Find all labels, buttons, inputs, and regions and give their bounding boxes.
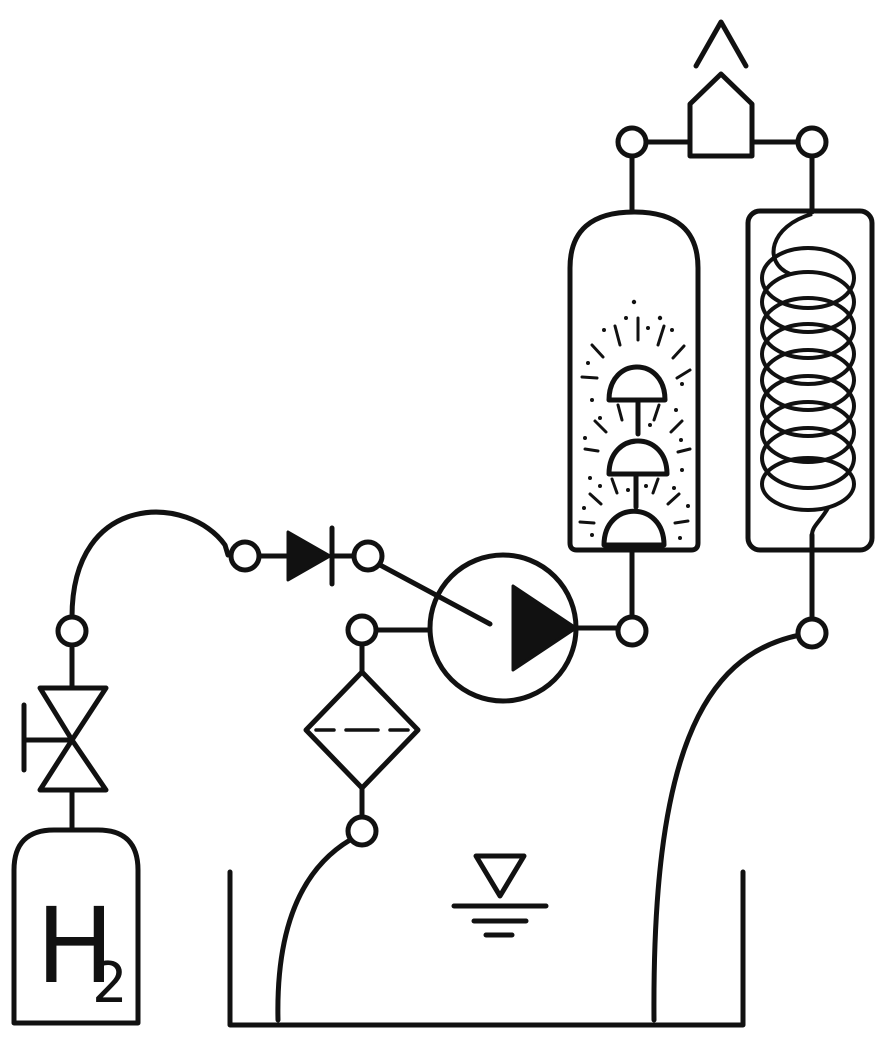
pipe-check-valve-pump (377, 562, 493, 627)
hydrogen-cylinder: H 2 (11, 827, 141, 1026)
connection-node-valve (55, 614, 89, 648)
connection-node-return (795, 616, 829, 650)
gas-symbol-label: H (36, 885, 114, 1007)
connection-node-coil-top (795, 125, 829, 159)
hose-to-check-valve (69, 509, 231, 620)
vent-exhaust (687, 19, 755, 159)
heat-exchanger-coil (745, 145, 875, 553)
liquid-level-icon (451, 853, 549, 938)
return-line (651, 632, 803, 1023)
liquid-tank (227, 869, 746, 1028)
connection-node-filter-bottom (345, 814, 379, 848)
suction-line (275, 837, 353, 1023)
filter (303, 669, 421, 791)
hand-shutoff-valve (21, 685, 109, 793)
check-valve (256, 525, 357, 587)
connection-node-reactor-top (615, 125, 649, 159)
pump (427, 552, 579, 704)
connection-node-pump-inlet (345, 613, 379, 647)
connection-node-check-valve-out (351, 539, 385, 573)
connection-node-pump-outlet (615, 614, 649, 648)
connection-node-check-valve-in (228, 539, 262, 573)
gas-subscript-label: 2 (92, 951, 128, 1016)
reactor-vessel (567, 209, 701, 553)
catalyst-elements (578, 299, 692, 548)
